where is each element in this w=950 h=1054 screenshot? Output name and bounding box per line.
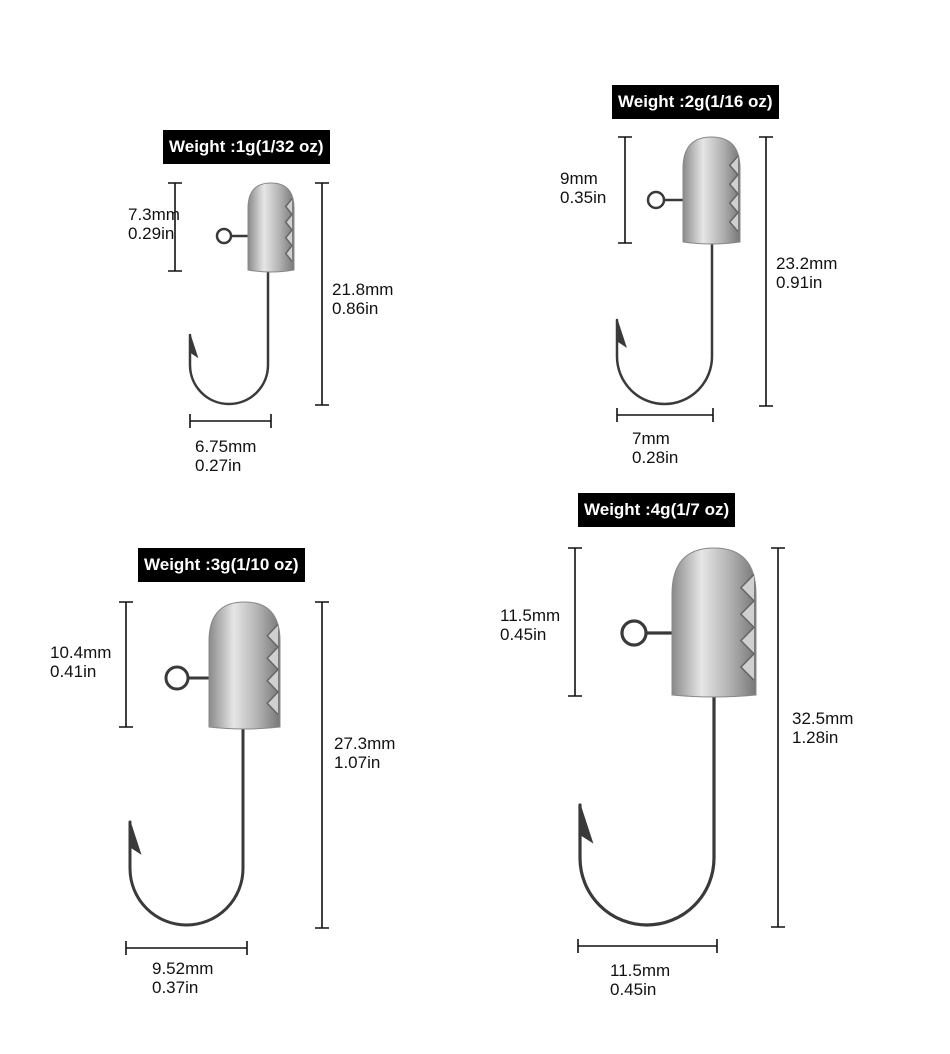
head-mm: 11.5mm xyxy=(500,606,561,625)
length-dimension-line xyxy=(771,547,785,928)
jig-head xyxy=(247,182,295,273)
width-mm: 6.75mm xyxy=(195,437,257,456)
length-mm: 21.8mm xyxy=(332,280,394,299)
jig-head xyxy=(671,547,757,698)
head-serrations xyxy=(728,155,739,232)
hook-barb xyxy=(129,821,142,855)
hook-wire xyxy=(128,721,245,927)
width-mm: 7mm xyxy=(632,429,670,448)
length-dimension-line xyxy=(759,136,773,407)
length-in: 1.07in xyxy=(334,753,381,772)
width-in: 0.45in xyxy=(610,980,657,999)
width-mm: 9.52mm xyxy=(152,959,214,978)
head-mm: 7.3mm xyxy=(128,205,180,224)
width-dimension-line xyxy=(189,414,272,428)
head-mm: 10.4mm xyxy=(50,643,112,662)
head-serrations xyxy=(266,623,280,716)
line-tie-eye xyxy=(164,665,190,691)
length-mm: 23.2mm xyxy=(776,254,838,273)
hook-wire xyxy=(615,236,714,406)
line-tie-eye xyxy=(215,227,233,245)
hook-barb xyxy=(616,319,627,348)
weight-label-2g: Weight :2g(1/16 oz) xyxy=(612,85,779,119)
head-dimension-line xyxy=(618,136,632,244)
head-in: 0.29in xyxy=(128,224,175,243)
weight-label-3g: Weight :3g(1/10 oz) xyxy=(138,548,305,582)
line-tie-eye xyxy=(620,619,648,647)
length-in: 1.28in xyxy=(792,728,839,747)
width-mm: 11.5mm xyxy=(610,961,671,980)
length-in: 0.86in xyxy=(332,299,379,318)
jig-head xyxy=(208,601,281,730)
width-in: 0.27in xyxy=(195,456,242,475)
hook-wire xyxy=(188,264,270,406)
head-serrations xyxy=(739,573,756,681)
head-dimension-line xyxy=(568,547,582,697)
head-mm: 9mm xyxy=(560,169,598,188)
jig-head xyxy=(682,136,741,245)
hook-wire xyxy=(578,689,716,927)
hook-barb xyxy=(579,804,594,844)
head-in: 0.41in xyxy=(50,662,97,681)
head-in: 0.35in xyxy=(560,188,607,207)
hook-barb xyxy=(189,334,199,359)
head-dimension-line xyxy=(168,182,182,272)
length-dimension-line xyxy=(315,182,329,406)
width-in: 0.28in xyxy=(632,448,679,467)
weight-label-4g: Weight :4g(1/7 oz) xyxy=(578,493,736,527)
width-in: 0.37in xyxy=(152,978,199,997)
width-dimension-line xyxy=(577,939,718,953)
weight-label-1g: Weight :1g(1/32 oz) xyxy=(163,130,330,164)
length-mm: 32.5mm xyxy=(792,709,854,728)
line-tie-eye xyxy=(646,190,666,210)
head-serrations xyxy=(284,198,293,262)
head-dimension-line xyxy=(119,601,133,728)
head-in: 0.45in xyxy=(500,625,547,644)
width-dimension-line xyxy=(616,408,714,422)
length-dimension-line xyxy=(315,601,329,929)
length-in: 0.91in xyxy=(776,273,823,292)
length-mm: 27.3mm xyxy=(334,734,396,753)
width-dimension-line xyxy=(125,941,248,955)
